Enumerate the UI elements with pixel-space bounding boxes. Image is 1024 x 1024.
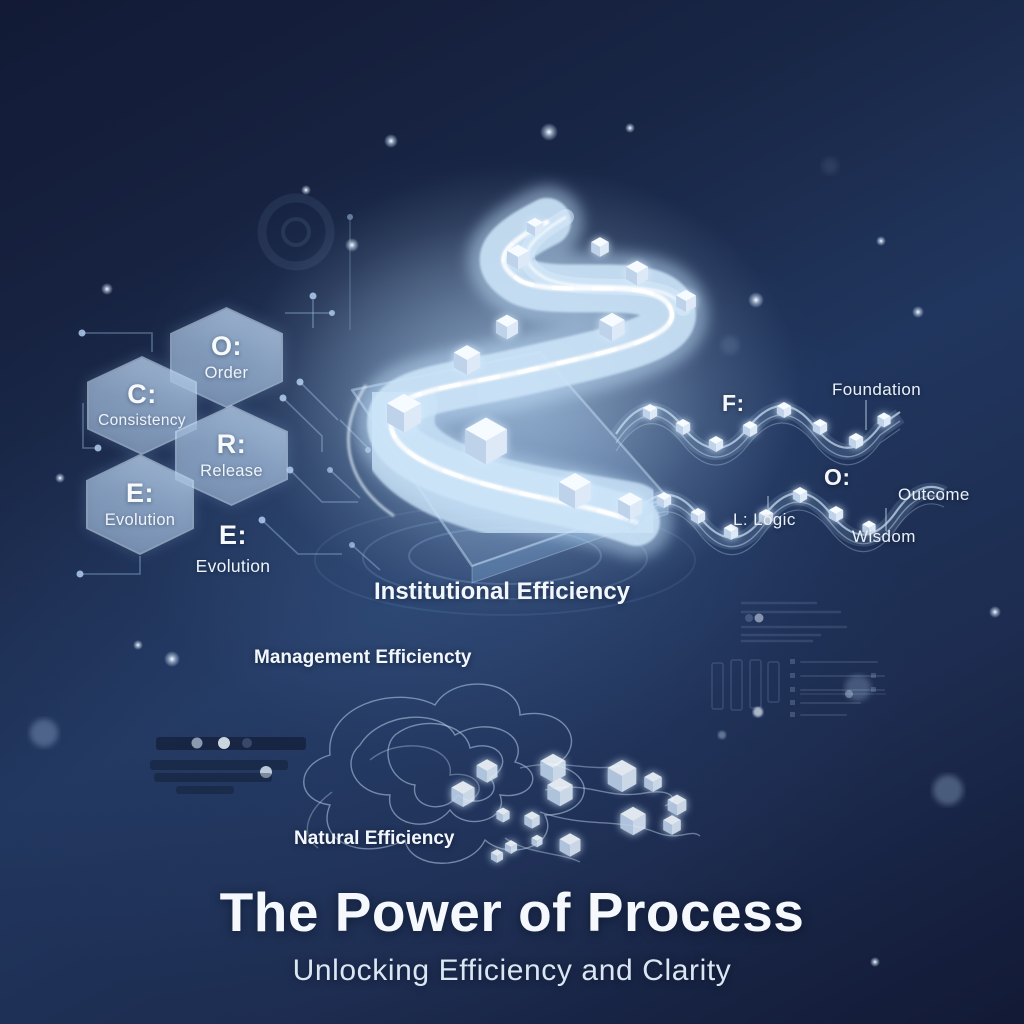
- hexagon-release-word: Release: [200, 461, 263, 480]
- natural-efficiency-caption: Natural Efficiency: [294, 828, 455, 849]
- foundation-initial-label: F:: [722, 390, 745, 416]
- hexagon-consistency-letter: C:: [127, 379, 157, 409]
- hexagon-evolution-letter: E:: [126, 477, 154, 508]
- ghost-ui-left: [150, 737, 306, 794]
- institutional-efficiency-caption: Institutional Efficiency: [373, 578, 631, 605]
- hexagon-release-letter: R:: [216, 428, 247, 459]
- sparkles: [30, 123, 1001, 967]
- winding-road: [355, 186, 708, 560]
- outcome-initial-label: O:: [824, 464, 851, 490]
- evolution-outside-letter: E:: [219, 520, 247, 550]
- wisdom-label: Wisdom: [852, 527, 916, 546]
- poster-title: The Power of Process: [219, 881, 805, 943]
- title-block: The Power of Process Unlocking Efficienc…: [0, 880, 1024, 988]
- foundation-label: Foundation: [832, 380, 922, 399]
- logic-label: L: Logic: [733, 510, 796, 529]
- hexagon-order-letter: O:: [211, 330, 242, 361]
- hexagon-evolution: E: Evolution: [86, 454, 194, 555]
- poster-subtitle: Unlocking Efficiency and Clarity: [292, 954, 732, 987]
- management-efficiency-caption: Management Efficiencty: [254, 647, 472, 668]
- evolution-outside-label: E: Evolution: [180, 522, 286, 577]
- ghost-ui-right: [711, 601, 886, 739]
- hexagon-evolution-word: Evolution: [104, 510, 176, 529]
- hexagon-order-word: Order: [204, 363, 249, 382]
- outcome-label: Outcome: [898, 485, 970, 504]
- evolution-outside-word: Evolution: [195, 556, 271, 576]
- hexagon-consistency-word: Consistency: [98, 412, 186, 429]
